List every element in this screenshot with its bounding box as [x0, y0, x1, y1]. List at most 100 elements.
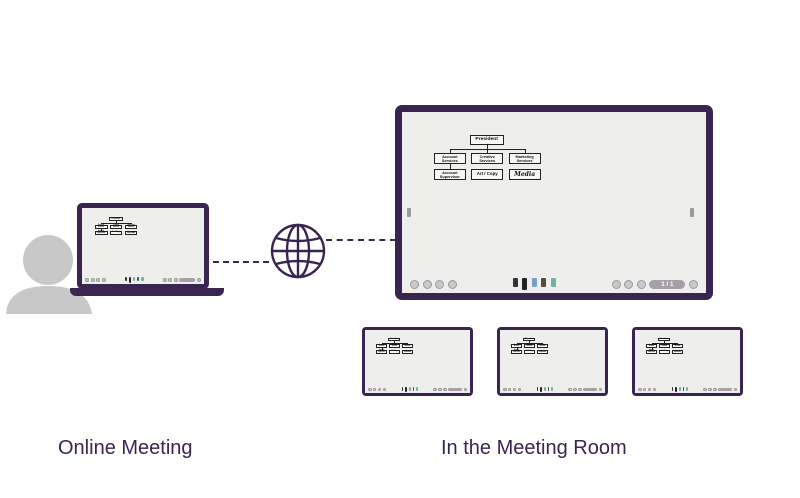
pen-tool-icon[interactable]	[531, 277, 537, 287]
toolbar-button[interactable]	[96, 278, 101, 282]
pen-tool-icon[interactable]	[412, 387, 415, 391]
pen-tool-icon[interactable]	[686, 387, 689, 391]
org-connector	[101, 222, 132, 224]
toolbar-button[interactable]	[642, 387, 647, 392]
org-box-row1-1: Account Services	[646, 344, 658, 349]
org-connector	[516, 348, 518, 350]
toolbar-button[interactable]	[624, 279, 634, 289]
pen-tool-icon[interactable]	[512, 277, 518, 287]
pen-tool-icon[interactable]	[682, 387, 685, 391]
pen-tool-icon[interactable]	[141, 277, 144, 282]
toolbar	[635, 386, 740, 393]
pen-tool-icon[interactable]	[540, 387, 543, 392]
pen-tool-icon[interactable]	[671, 387, 674, 391]
pen-tool-icon[interactable]	[128, 277, 132, 283]
org-connector	[394, 341, 396, 343]
toolbar-right-group	[433, 387, 467, 392]
pen-tool-icon[interactable]	[124, 277, 127, 282]
org-connector	[115, 221, 117, 223]
toolbar-button[interactable]	[503, 387, 507, 392]
org-connector	[529, 341, 531, 343]
toolbar-button[interactable]	[85, 278, 89, 282]
org-box-row1-3: Marketing Services	[124, 224, 138, 229]
toolbar-button[interactable]	[162, 278, 167, 282]
toolbar-button[interactable]	[101, 278, 106, 282]
org-connector	[516, 342, 518, 345]
org-connector	[381, 342, 408, 344]
toolbar-button[interactable]	[713, 387, 717, 392]
toolbar-button[interactable]	[447, 279, 457, 289]
toolbar-button[interactable]	[90, 278, 95, 282]
toolbar-button[interactable]	[168, 278, 173, 282]
pen-tool-icon[interactable]	[416, 387, 419, 391]
toolbar-button[interactable]	[382, 387, 387, 392]
toolbar-button[interactable]	[647, 387, 652, 392]
pen-tool-icon[interactable]	[405, 387, 408, 392]
page-indicator	[583, 387, 598, 392]
org-box-row1-1: Account Services	[94, 224, 108, 229]
toolbar-button[interactable]	[638, 387, 642, 392]
org-box-row1-3: Marketing Services	[508, 153, 541, 165]
org-box-row1-2: Creative Services	[109, 224, 123, 229]
org-box-row1-1: Account Services	[511, 344, 523, 349]
toolbar-button[interactable]	[708, 387, 712, 392]
pen-tool-icon[interactable]	[678, 387, 681, 391]
pen-tool-icon[interactable]	[550, 277, 556, 287]
org-connector	[516, 342, 543, 344]
laptop-base	[70, 288, 224, 296]
toolbar-button[interactable]	[463, 387, 467, 392]
toolbar-button[interactable]	[689, 279, 698, 289]
toolbar-button[interactable]	[611, 279, 621, 289]
toolbar-button[interactable]	[636, 279, 646, 289]
page-left-arrow[interactable]	[407, 208, 411, 217]
toolbar-button[interactable]	[507, 387, 512, 392]
toolbar-button[interactable]	[517, 387, 522, 392]
pen-tool-icon[interactable]	[522, 277, 528, 291]
page-right-arrow[interactable]	[690, 208, 694, 217]
toolbar-button[interactable]	[435, 279, 445, 289]
toolbar-button[interactable]	[433, 387, 437, 392]
toolbar-button[interactable]	[197, 278, 201, 282]
pen-tool-icon[interactable]	[541, 277, 547, 287]
toolbar-button[interactable]	[372, 387, 377, 392]
pen-tool-icon[interactable]	[551, 387, 554, 391]
toolbar-button[interactable]	[443, 387, 447, 392]
pen-tool-icon[interactable]	[133, 277, 136, 282]
pen-tool-icon[interactable]	[543, 387, 546, 391]
pen-tool-icon[interactable]	[536, 387, 539, 391]
caption-meeting-room: In the Meeting Room	[441, 437, 627, 459]
toolbar-button[interactable]	[368, 387, 372, 392]
toolbar-button[interactable]	[573, 387, 577, 392]
org-box-row1-2: Creative Services	[523, 344, 535, 349]
toolbar-button[interactable]	[377, 387, 382, 392]
toolbar-button[interactable]	[568, 387, 572, 392]
toolbar-left-group	[410, 279, 457, 289]
org-box-row2-2: Art / Copy	[109, 230, 123, 236]
globe-icon	[270, 223, 326, 279]
toolbar-button[interactable]	[652, 387, 657, 392]
toolbar-button[interactable]	[733, 387, 737, 392]
pen-tool-icon[interactable]	[401, 387, 404, 391]
pen-tool-icon[interactable]	[408, 387, 411, 391]
org-connector	[381, 348, 383, 350]
org-box-row2-1: Account Supervisor	[511, 349, 523, 354]
org-box-row2-2: Art / Copy	[471, 169, 504, 181]
toolbar-button[interactable]	[703, 387, 707, 392]
toolbar-button[interactable]	[578, 387, 582, 392]
org-box-row2-1: Account Supervisor	[376, 349, 388, 354]
toolbar-button[interactable]	[438, 387, 442, 392]
toolbar-button[interactable]	[173, 278, 178, 282]
toolbar-button[interactable]	[512, 387, 517, 392]
toolbar-button[interactable]	[422, 279, 432, 289]
pen-tool-icon[interactable]	[137, 277, 140, 282]
pen-tool-icon[interactable]	[675, 387, 678, 392]
toolbar-button[interactable]	[598, 387, 602, 392]
org-box-president: President	[469, 135, 504, 145]
toolbar-button[interactable]	[410, 279, 419, 289]
pen-tool-icon[interactable]	[547, 387, 550, 391]
org-connector	[677, 342, 679, 345]
